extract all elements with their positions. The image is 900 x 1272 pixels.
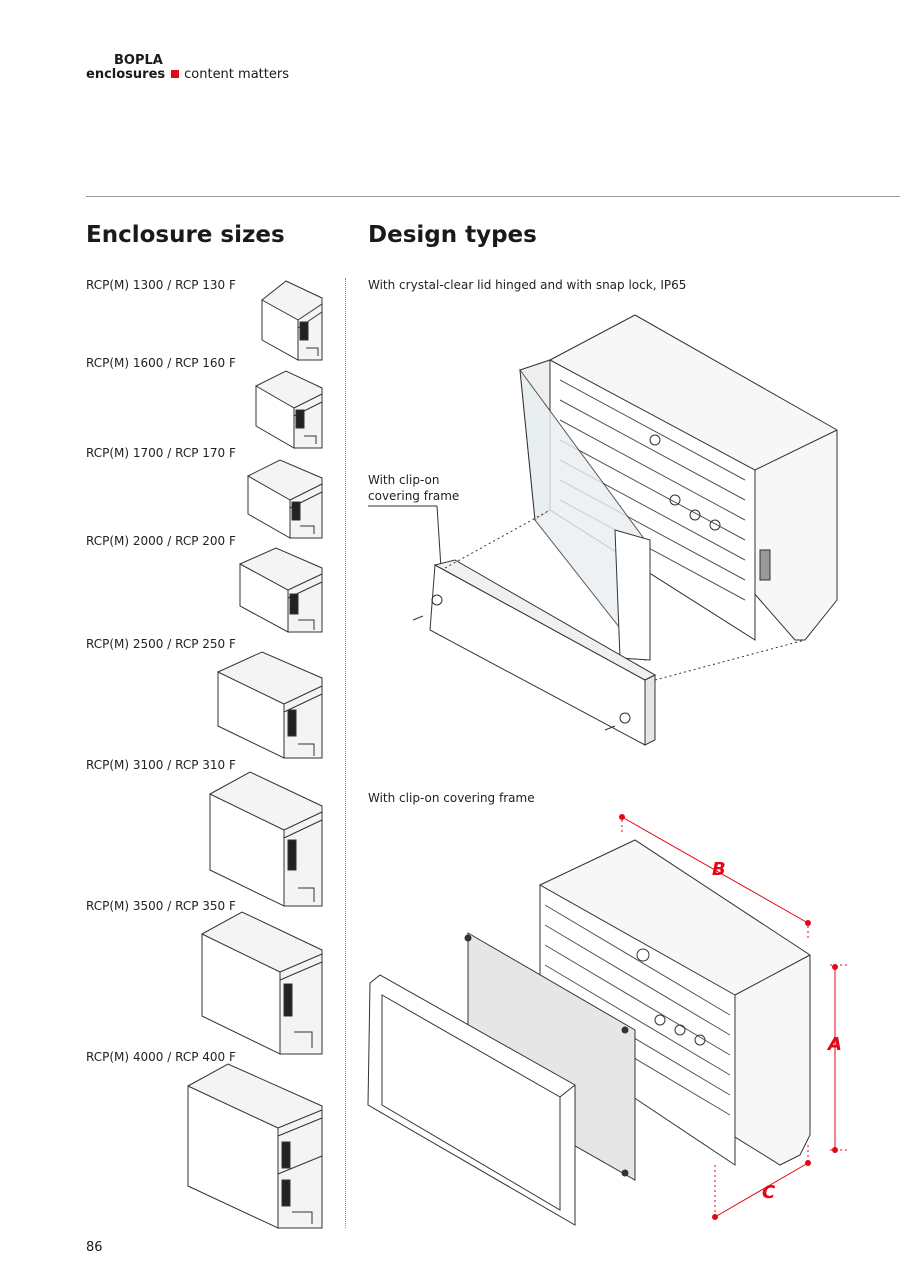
brand-name: BOPLA (114, 53, 163, 68)
dimension-label-b: B (712, 859, 726, 880)
page-number: 86 (86, 1240, 103, 1255)
enclosure-thumbnail-4000 (187, 1063, 323, 1229)
size-label-4000: RCP(M) 4000 / RCP 400 F (86, 1050, 236, 1064)
dimension-label-a: A (826, 1034, 842, 1055)
size-label-3100: RCP(M) 3100 / RCP 310 F (86, 758, 236, 772)
design-type-frame-caption: With clip-on covering frame (368, 791, 535, 805)
design-type-hinged-lid-caption: With crystal-clear lid hinged and with s… (368, 278, 687, 292)
callout-line-1: With clip-on (368, 473, 440, 487)
brand-square-icon (171, 70, 180, 78)
heading-design-types: Design types (368, 222, 537, 248)
enclosure-thumbnail-1600 (255, 370, 323, 449)
enclosure-thumbnail-2000 (239, 547, 323, 633)
enclosure-thumbnail-3100 (209, 771, 323, 907)
heading-enclosure-sizes: Enclosure sizes (86, 222, 285, 248)
enclosure-thumbnail-3500 (201, 911, 323, 1055)
size-label-2000: RCP(M) 2000 / RCP 200 F (86, 534, 236, 548)
enclosure-thumbnail-2500 (217, 651, 323, 759)
size-label-2500: RCP(M) 2500 / RCP 250 F (86, 637, 236, 651)
enclosure-thumbnail-1300 (261, 280, 323, 361)
enclosure-thumbnail-1700 (247, 459, 323, 539)
brand-word: enclosures (86, 67, 166, 82)
brand-tagline-row: enclosures content matters (86, 67, 289, 82)
size-label-3500: RCP(M) 3500 / RCP 350 F (86, 899, 236, 913)
callout-line-2: covering frame (368, 489, 460, 503)
hinged-lid-enclosure-drawing (368, 314, 838, 746)
size-label-1300: RCP(M) 1300 / RCP 130 F (86, 278, 236, 292)
brand-tagline: content matters (184, 67, 289, 82)
callout-clip-on-frame: With clip-on covering frame (368, 472, 459, 504)
header-rule (86, 196, 900, 197)
column-divider (345, 278, 346, 1228)
clip-on-frame-enclosure-drawing: B A C (367, 814, 850, 1226)
size-label-1700: RCP(M) 1700 / RCP 170 F (86, 446, 236, 460)
size-label-1600: RCP(M) 1600 / RCP 160 F (86, 356, 236, 370)
dimension-label-c: C (762, 1182, 776, 1203)
